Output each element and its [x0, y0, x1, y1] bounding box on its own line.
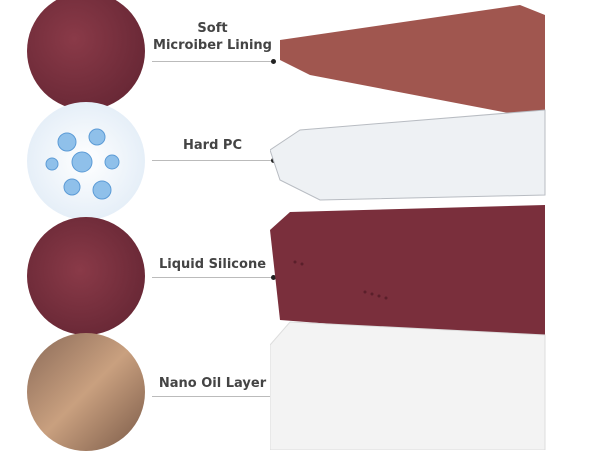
divider: [152, 396, 272, 397]
divider: [152, 277, 272, 278]
case-layers-illustration: [270, 5, 546, 450]
hard-pc-layer: [270, 109, 546, 201]
label-nano-oil: Nano Oil Layer: [158, 376, 267, 391]
divider: [152, 160, 272, 161]
lining-layer: [280, 5, 545, 120]
nano-oil-image: [27, 333, 145, 451]
speaker-holes: [293, 260, 388, 300]
label-liquid-silicone: Liquid Silicone: [158, 257, 267, 272]
label-soft-lining: Soft Microiber Lining: [150, 20, 275, 54]
label-title: Soft: [197, 21, 228, 36]
pointer-dot: [271, 59, 276, 64]
hard-pc-molecule-image: [27, 102, 145, 220]
liquid-silicone-swatch: [27, 217, 145, 335]
nano-oil-layer: [270, 321, 546, 450]
microfiber-swatch: [27, 0, 145, 110]
molecule-icon: [45, 128, 120, 200]
label-hard-pc: Hard PC: [183, 138, 242, 153]
divider: [152, 61, 272, 62]
label-subtitle: Microiber Lining: [153, 38, 272, 53]
pointer-dot: [271, 275, 276, 280]
silicone-layer: [270, 205, 545, 340]
